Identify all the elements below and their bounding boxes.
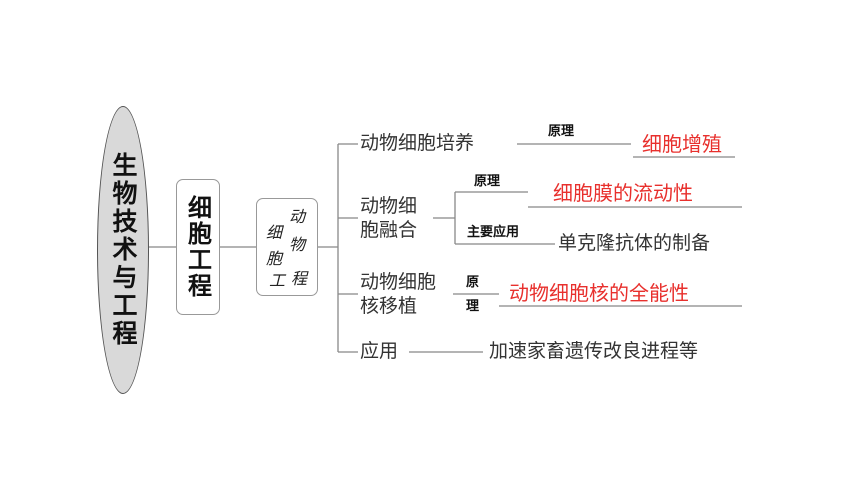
level2-char: 物 [289, 235, 306, 254]
branch-label-line: 动物细胞 [360, 271, 437, 293]
result-text: 单克隆抗体的制备 [558, 232, 711, 254]
branch-label: 动物细胞 核移植 [360, 270, 436, 318]
level1-label: 细胞工程 [183, 195, 213, 299]
level2-char: 动 [289, 207, 306, 226]
relation-label: 主要应用 [467, 225, 520, 240]
result-text: 加速家畜遗传改良进程等 [489, 340, 699, 362]
result-text: 细胞增殖 [642, 132, 722, 156]
branch-label-line: 动物细 [360, 195, 418, 217]
relation-label: 理 [466, 299, 480, 314]
branch-label: 动物细胞培养 [360, 132, 475, 154]
branch-label: 动物细 胞融合 [360, 194, 417, 242]
level2-char: 细 [266, 223, 283, 242]
level2-char: 胞 [266, 249, 283, 268]
level2-char: 工 [269, 271, 286, 290]
level2-char: 程 [291, 269, 308, 288]
result-text: 动物细胞核的全能性 [509, 281, 689, 305]
branch-label-line: 核移植 [360, 295, 418, 317]
branch-label: 应用 [360, 340, 399, 362]
root-label: 生物技术与工程 [109, 152, 138, 348]
result-text: 细胞膜的流动性 [553, 181, 693, 205]
root-node: 生物技术与工程 [97, 106, 149, 394]
relation-label: 原理 [474, 174, 501, 189]
relation-label: 原理 [548, 124, 575, 139]
level2-node: 动 物 细 胞 工 程 [256, 198, 318, 296]
level1-node: 细胞工程 [176, 179, 220, 315]
relation-label: 原 [466, 275, 480, 290]
branch-label-line: 胞融合 [360, 219, 418, 241]
